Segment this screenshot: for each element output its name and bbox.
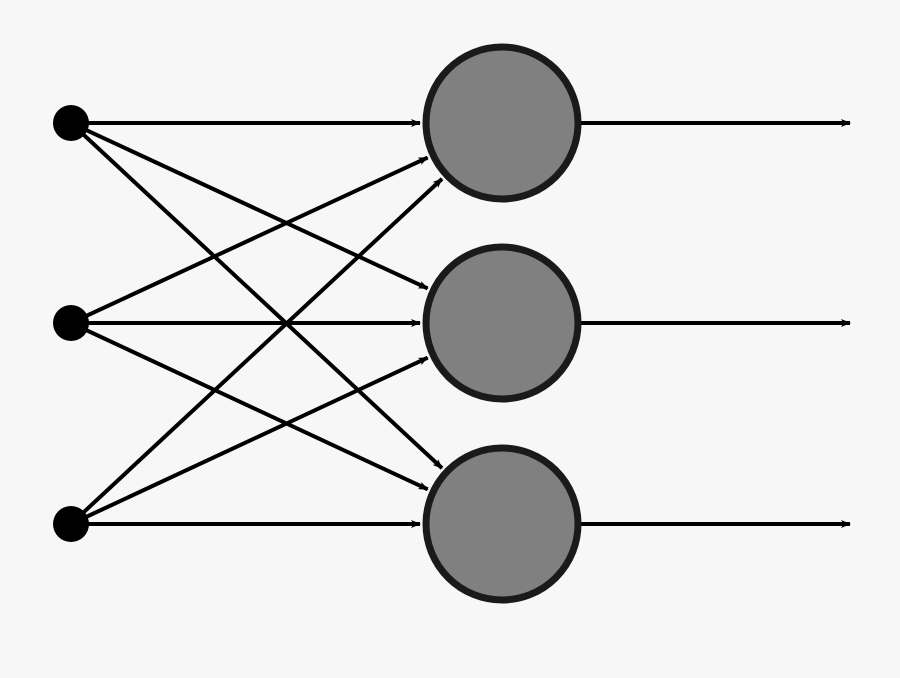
connection-arrow-i2-n1 bbox=[70, 155, 429, 325]
outputs-layer bbox=[581, 119, 851, 528]
neuron-n3 bbox=[422, 444, 582, 604]
connections-layer bbox=[69, 119, 444, 528]
neuron-n1 bbox=[422, 43, 582, 203]
neuron-layer bbox=[422, 43, 582, 604]
input-layer bbox=[53, 105, 89, 542]
neuron-n2 bbox=[422, 243, 582, 403]
input-node-i1 bbox=[53, 105, 89, 141]
connection-arrow-i1-n2 bbox=[70, 121, 429, 291]
input-node-i3 bbox=[53, 506, 89, 542]
connection-arrow-i1-n3 bbox=[69, 121, 444, 470]
input-node-i2 bbox=[53, 305, 89, 341]
connection-arrow-i3-n1 bbox=[69, 177, 444, 526]
connection-arrow-i2-n3 bbox=[70, 321, 429, 492]
connection-arrow-i3-n2 bbox=[70, 355, 429, 526]
